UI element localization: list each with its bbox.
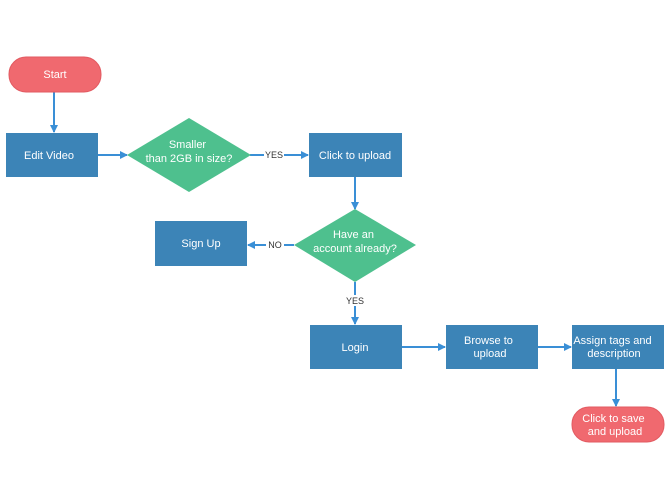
process-shape	[446, 325, 538, 369]
terminal-shape	[571, 406, 665, 443]
node-label-line: Click to upload	[319, 150, 391, 162]
decision-shape	[127, 118, 251, 192]
node-save-label: Click to save and upload	[582, 413, 647, 438]
node-assign-tags-label: Assign tags and description	[573, 335, 654, 360]
node-label-line: Browse to	[464, 335, 513, 347]
node-label-line: Start	[43, 69, 66, 81]
node-label-line: Have an	[333, 229, 374, 241]
node-label-line: Smaller	[169, 139, 207, 151]
edge-label-bg	[266, 240, 284, 251]
node-account-check: Have an account already?	[294, 209, 416, 282]
node-label-line: Login	[342, 342, 369, 354]
node-start-label: Start	[43, 69, 66, 81]
node-assign-tags: Assign tags and description	[572, 325, 664, 369]
node-login-label: Login	[342, 342, 369, 354]
decision-shape	[294, 209, 416, 282]
process-shape	[572, 325, 664, 369]
node-sign-up: Sign Up	[155, 221, 247, 266]
node-label-line: Assign tags and	[573, 335, 651, 347]
node-label-line: Sign Up	[181, 238, 220, 250]
terminal-shape	[8, 56, 102, 93]
node-sign-up-label: Sign Up	[181, 238, 220, 250]
edge-label-bg	[264, 149, 284, 160]
node-label-line: upload	[473, 348, 506, 360]
node-label-line: than 2GB in size?	[146, 153, 233, 165]
node-size-check: Smaller than 2GB in size?	[127, 118, 251, 192]
process-shape	[155, 221, 247, 266]
edge-label-account-no: NO	[268, 240, 282, 250]
edge-label-bg	[345, 295, 365, 306]
node-label-line: account already?	[313, 243, 397, 255]
node-start: Start	[8, 56, 102, 93]
node-login: Login	[310, 325, 402, 369]
node-edit-video-label: Edit Video	[24, 150, 74, 162]
process-shape	[6, 133, 98, 177]
node-label-line: Edit Video	[24, 150, 74, 162]
node-click-upload: Click to upload	[309, 133, 402, 177]
node-label-line: description	[587, 348, 640, 360]
process-shape	[309, 133, 402, 177]
node-save: Click to save and upload	[571, 406, 665, 443]
node-browse-label: Browse to upload	[464, 335, 516, 360]
node-account-check-label: Have an account already?	[313, 229, 397, 255]
node-label-line: and upload	[588, 426, 642, 438]
process-shape	[310, 325, 402, 369]
node-browse: Browse to upload	[446, 325, 538, 369]
edge-label-account-yes: YES	[346, 296, 364, 306]
node-size-check-label: Smaller than 2GB in size?	[146, 139, 233, 165]
node-label-line: Click to save	[582, 413, 644, 425]
edge-label-size-yes: YES	[265, 150, 283, 160]
node-click-upload-label: Click to upload	[319, 150, 391, 162]
node-edit-video: Edit Video	[6, 133, 98, 177]
